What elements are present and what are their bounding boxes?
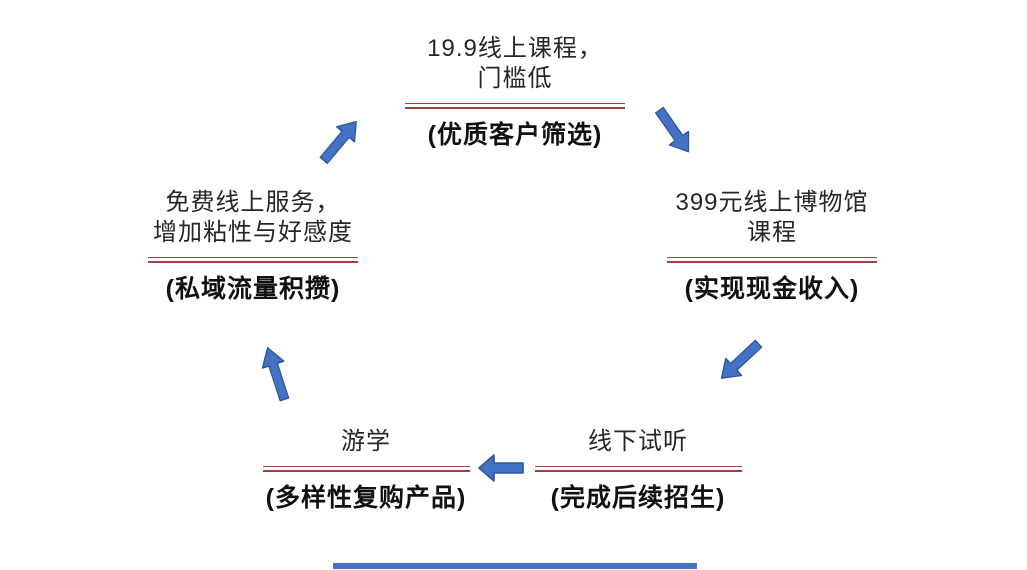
node-top: 19.9线上课程， 门槛低 (优质客户筛选): [355, 34, 675, 149]
bottom-accent-bar: [333, 563, 697, 569]
double-underline: [262, 466, 470, 472]
arrow-southeast-icon: [647, 101, 701, 161]
arrow-northeast-icon: [312, 111, 368, 170]
arrow-north-icon: [254, 342, 298, 406]
node-bottom-right: 线下试听 (完成后续招生): [478, 427, 798, 512]
node-top-label: (优质客户筛选): [427, 121, 603, 149]
node-bottom-left: 游学 (多样性复购产品): [206, 427, 526, 512]
node-bottom-right-label: (完成后续招生): [550, 484, 726, 512]
arrow-southwest-icon: [711, 332, 770, 389]
double-underline: [405, 103, 625, 109]
node-right-title: 399元线上博物馆 课程: [675, 189, 869, 246]
node-bottom-left-title: 游学: [341, 428, 391, 455]
node-right: 399元线上博物馆 课程 (实现现金收入): [612, 188, 932, 303]
node-right-label: (实现现金收入): [684, 275, 860, 303]
node-bottom-right-title: 线下试听: [588, 428, 688, 455]
node-bottom-left-label: (多样性复购产品): [265, 484, 467, 512]
node-left-title: 免费线上服务， 增加粘性与好感度: [153, 189, 353, 246]
double-underline: [534, 466, 742, 472]
node-top-title: 19.9线上课程， 门槛低: [427, 35, 603, 92]
double-underline: [667, 257, 877, 263]
node-left-label: (私域流量积攒): [165, 275, 341, 303]
double-underline: [148, 257, 358, 263]
arrow-west-icon: [477, 452, 525, 484]
node-left: 免费线上服务， 增加粘性与好感度 (私域流量积攒): [93, 188, 413, 303]
